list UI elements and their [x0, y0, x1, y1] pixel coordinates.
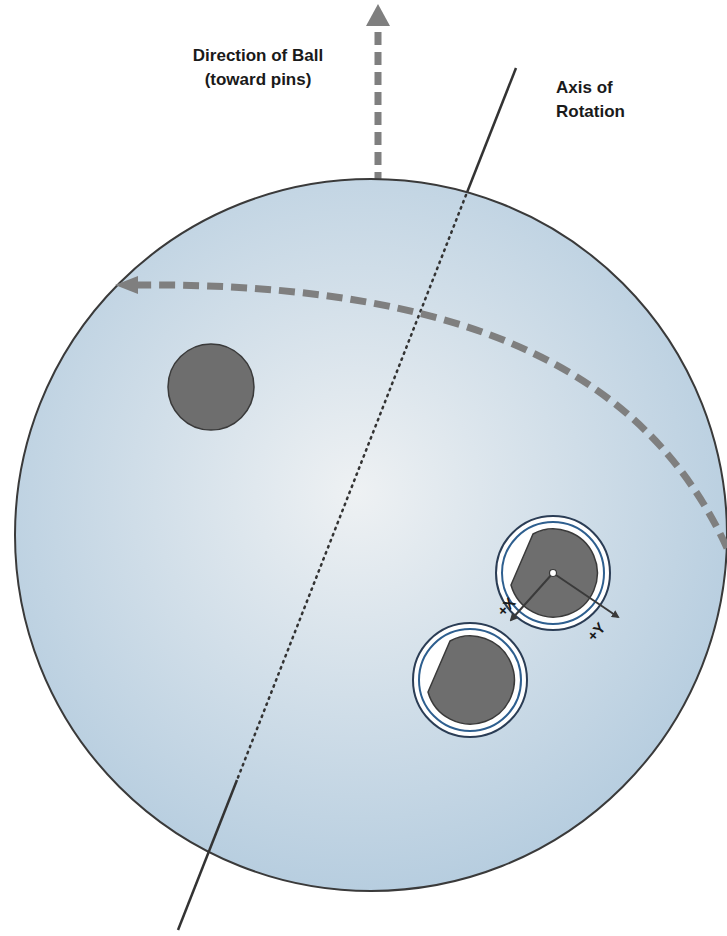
rotation-arrow — [135, 285, 727, 548]
x-axis-arrow — [511, 573, 553, 620]
direction-label: Direction of Ball (toward pins) — [168, 44, 348, 92]
thumb-hole — [168, 344, 254, 430]
direction-arrow — [375, 22, 382, 185]
rotation-arrowhead — [115, 276, 138, 294]
axis-line — [466, 68, 516, 195]
axis-label: Axis of Rotation — [556, 76, 656, 124]
y-axis-arrow — [553, 573, 618, 617]
axis-line — [178, 780, 237, 930]
bowling-ball — [15, 179, 727, 891]
direction-arrowhead — [366, 4, 390, 26]
finger-hole — [413, 623, 527, 737]
axis-origin — [550, 570, 557, 577]
